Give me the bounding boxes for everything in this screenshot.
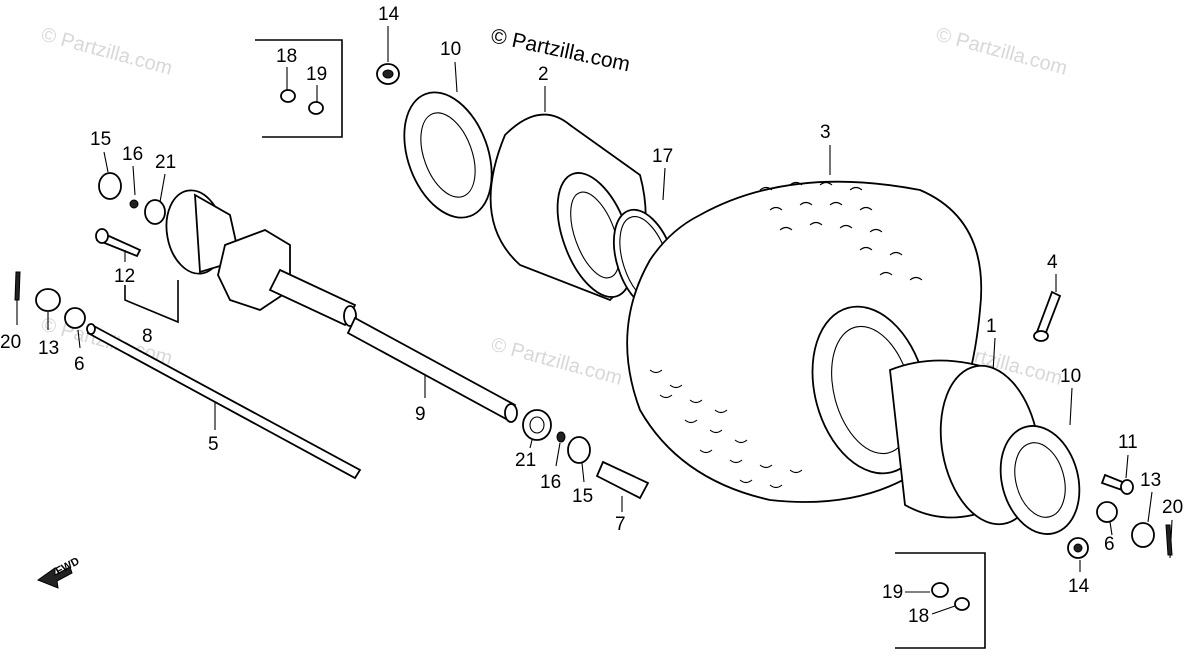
callout-13-left: 13 — [38, 338, 59, 359]
nut-15-left — [98, 172, 122, 200]
pin-16-left — [129, 199, 139, 209]
watermark-main: © Partzilla.com — [489, 24, 632, 76]
callout-8: 8 — [142, 326, 153, 347]
callout-19-bottom: 19 — [882, 582, 903, 603]
watermark-top-right: © Partzilla.com — [934, 24, 1070, 80]
nut-15-center — [567, 436, 591, 464]
callout-14-right: 14 — [1068, 576, 1090, 597]
callout-18-top: 18 — [276, 46, 297, 67]
nut-18-top — [280, 89, 296, 103]
callout-12: 12 — [114, 266, 135, 287]
watermark-mid-center: © Partzilla.com — [489, 334, 625, 390]
callout-21-left: 21 — [155, 152, 176, 173]
bearing-21-center — [522, 409, 552, 441]
fwd-direction: FWD — [36, 555, 82, 589]
nut-6-right — [1096, 501, 1118, 523]
hub-cone-2: 2 — [489, 64, 647, 302]
nut-13-right — [1131, 522, 1155, 548]
washer-19-top — [308, 101, 324, 115]
callout-9: 9 — [415, 404, 426, 425]
axle-housing-8: 8 — [124, 189, 357, 347]
callout-10-right: 10 — [1060, 366, 1081, 387]
flange-plate-10-right: 10 — [999, 366, 1081, 535]
callout-16-left: 16 — [122, 144, 143, 165]
flange-plate-10-left: 10 — [403, 39, 493, 219]
inset-bracket-bottom — [895, 552, 986, 649]
nut-6-left — [64, 307, 86, 329]
axle-5: 5 — [86, 323, 362, 480]
callout-11: 11 — [1118, 432, 1138, 453]
callout-20-left: 20 — [0, 332, 21, 353]
callout-2: 2 — [538, 64, 549, 85]
inset-bracket-top — [255, 39, 343, 138]
callout-6-left: 6 — [74, 354, 85, 375]
callout-7: 7 — [615, 514, 626, 535]
nut-14-top: 14 — [376, 4, 400, 85]
inset-box-top: 18 19 — [255, 39, 343, 138]
cotter-pin-20-left — [14, 271, 21, 301]
callout-4: 4 — [1047, 252, 1058, 273]
callout-1: 1 — [986, 316, 997, 337]
callout-15-center: 15 — [572, 486, 593, 507]
washer-19-bottom — [931, 582, 949, 598]
tire-tread — [649, 181, 923, 489]
callout-18-bottom: 18 — [908, 606, 929, 627]
left-small-parts: 15 16 21 12 — [90, 129, 176, 287]
watermark-top-left: © Partzilla.com — [39, 24, 175, 80]
callout-20-right: 20 — [1162, 497, 1183, 518]
bearing-21-left — [144, 199, 166, 225]
callout-14-top: 14 — [378, 4, 400, 25]
callout-10-left: 10 — [440, 39, 461, 60]
nut-18-bottom — [954, 597, 970, 611]
callout-13-right: 13 — [1140, 470, 1161, 491]
right-fasteners: 6 13 20 14 — [1067, 470, 1183, 597]
callout-19-top: 19 — [306, 64, 327, 85]
nut-13-left — [35, 288, 61, 312]
center-small-parts: 21 16 15 7 — [515, 409, 650, 535]
left-fasteners: 20 13 6 — [0, 271, 86, 375]
inset-box-bottom: 19 18 — [882, 552, 986, 649]
valve-4: 4 — [1033, 252, 1062, 342]
callout-17: 17 — [652, 146, 673, 167]
callout-21-center: 21 — [515, 450, 536, 471]
bracket-8 — [124, 280, 179, 324]
callout-16-center: 16 — [540, 472, 561, 493]
callout-15-left: 15 — [90, 129, 111, 150]
spacer-tube-9: 9 — [346, 316, 518, 425]
collar-7 — [595, 460, 650, 500]
pin-16-center — [556, 431, 566, 443]
callout-6-right: 6 — [1104, 534, 1115, 555]
cotter-pin-20-right — [1165, 524, 1173, 556]
callout-5: 5 — [208, 434, 219, 455]
fwd-arrow-icon — [36, 566, 73, 589]
callout-3: 3 — [820, 122, 831, 143]
stud-11: 11 — [1100, 432, 1138, 495]
